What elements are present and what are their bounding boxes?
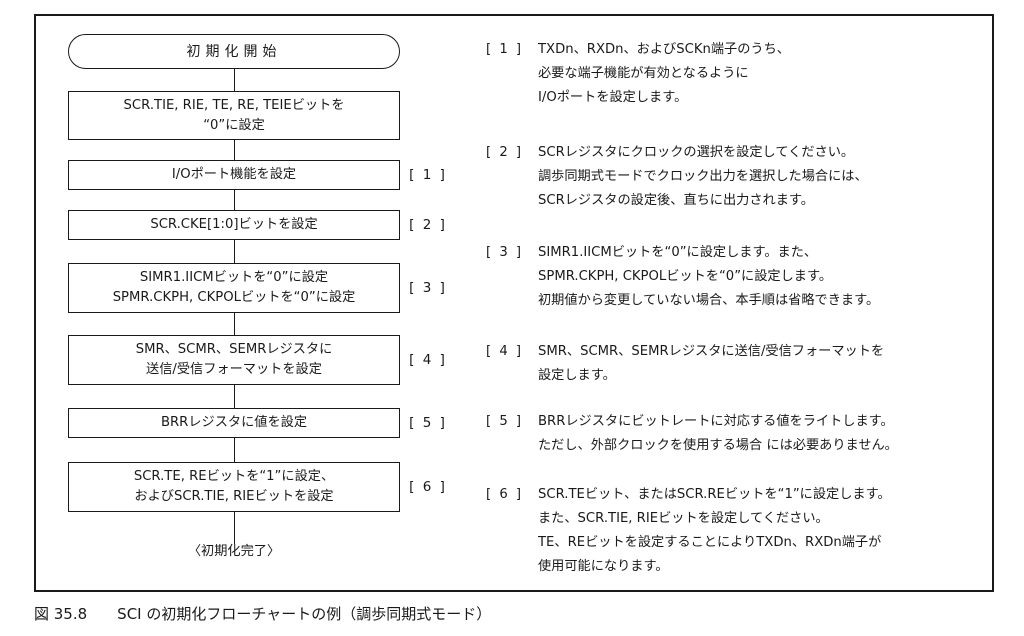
step-ref-5: [ 5 ] xyxy=(409,415,447,431)
step-format: SMR、SCMR、SEMRレジスタに 送信/受信フォーマットを設定 xyxy=(68,335,400,385)
note-3: [ 3 ] SIMR1.IICMビットを“0”に設定します。また、 SPMR.C… xyxy=(486,241,986,313)
step-ref-2: [ 2 ] xyxy=(409,217,447,233)
step-cke-bits: SCR.CKE[1:0]ビットを設定 xyxy=(68,210,400,240)
note-tag: [ 2 ] xyxy=(486,145,524,160)
note-text: SIMR1.IICMビットを“0”に設定します。また、 SPMR.CKPH, C… xyxy=(538,245,880,308)
note-text: SCRレジスタにクロックの選択を設定してください。 調歩同期式モードでクロック出… xyxy=(538,145,868,208)
note-text: SMR、SCMR、SEMRレジスタに送信/受信フォーマットを 設定します。 xyxy=(538,344,885,383)
note-tag: [ 1 ] xyxy=(486,42,524,57)
figure-caption: 図 35.8 SCI の初期化フローチャートの例（調歩同期式モード） xyxy=(34,605,492,623)
note-text: BRRレジスタにビットレートに対応する値をライトします。 ただし、外部クロックを… xyxy=(538,414,898,453)
note-2: [ 2 ] SCRレジスタにクロックの選択を設定してください。 調歩同期式モード… xyxy=(486,141,986,213)
step-ref-1: [ 1 ] xyxy=(409,167,447,183)
note-tag: [ 5 ] xyxy=(486,414,524,429)
note-4: [ 4 ] SMR、SCMR、SEMRレジスタに送信/受信フォーマットを 設定し… xyxy=(486,340,986,388)
step-enable-te-re: SCR.TE, REビットを“1”に設定、 およびSCR.TIE, RIEビット… xyxy=(68,462,400,512)
step-iicm-ckph: SIMR1.IICMビットを“0”に設定 SPMR.CKPH, CKPOLビット… xyxy=(68,263,400,313)
diagram-frame xyxy=(34,14,994,592)
note-tag: [ 4 ] xyxy=(486,344,524,359)
step-disable-bits: SCR.TIE, RIE, TE, RE, TEIEビットを “0”に設定 xyxy=(68,91,400,140)
note-tag: [ 3 ] xyxy=(486,245,524,260)
note-tag: [ 6 ] xyxy=(486,487,524,502)
step-brr: BRRレジスタに値を設定 xyxy=(68,408,400,438)
start-terminal: 初期化開始 xyxy=(68,34,400,69)
note-1: [ 1 ] TXDn、RXDn、およびSCKn端子のうち、 必要な端子機能が有効… xyxy=(486,38,986,110)
note-text: TXDn、RXDn、およびSCKn端子のうち、 必要な端子機能が有効となるように… xyxy=(538,42,790,105)
step-io-port: I/Oポート機能を設定 xyxy=(68,160,400,190)
note-5: [ 5 ] BRRレジスタにビットレートに対応する値をライトします。 ただし、外… xyxy=(486,410,986,458)
note-text: SCR.TEビット、またはSCR.REビットを“1”に設定します。 また、SCR… xyxy=(538,487,891,574)
end-label: 〈初期化完了〉 xyxy=(187,544,281,559)
note-6: [ 6 ] SCR.TEビット、またはSCR.REビットを“1”に設定します。 … xyxy=(486,483,986,579)
step-ref-4: [ 4 ] xyxy=(409,352,447,368)
step-ref-3: [ 3 ] xyxy=(409,280,447,296)
step-ref-6: [ 6 ] xyxy=(409,479,447,495)
